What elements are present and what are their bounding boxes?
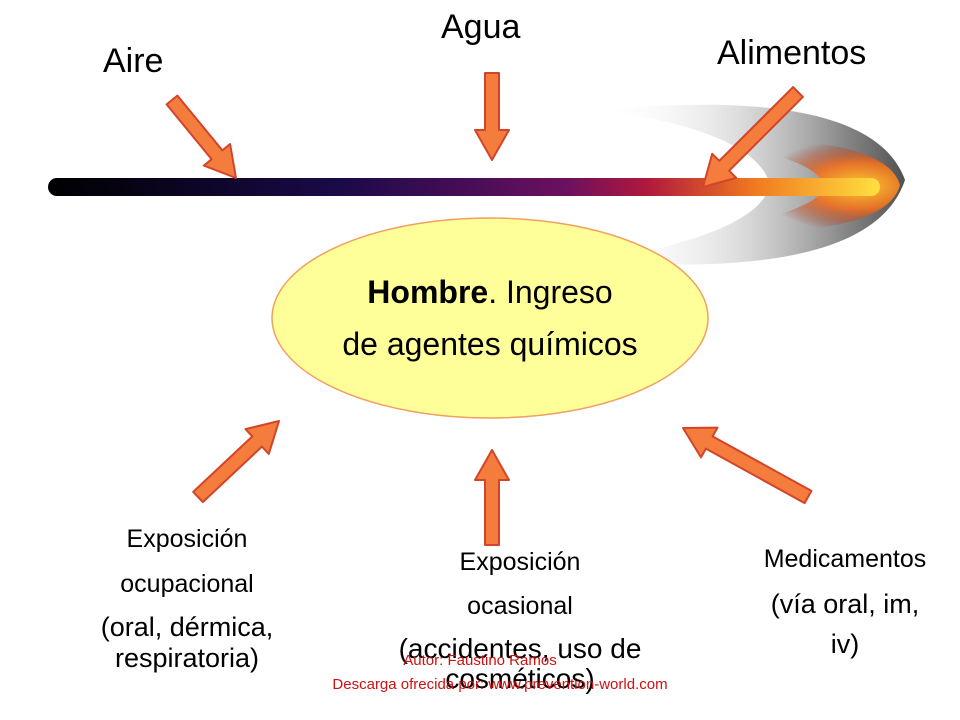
arrow-agua (474, 72, 510, 161)
credit-author: Autor: Faustino Ramos (403, 652, 557, 669)
label-agua: Agua (441, 8, 521, 46)
center-title: Hombre. Ingreso de agentes químicos (280, 266, 700, 370)
ocupacional-line-2: ocupacional (120, 570, 254, 598)
center-ellipse (271, 217, 709, 419)
label-ocasional: Exposición ocasional (accidentes, uso de… (360, 546, 680, 694)
arrow-medicamentos (682, 426, 813, 505)
intake-bar (48, 178, 880, 196)
medicamentos-line-2: (vía oral, im, (770, 589, 920, 619)
label-aire: Aire (103, 42, 164, 80)
label-medicamentos: Medicamentos (vía oral, im, iv) (730, 542, 960, 659)
center-title-bold: Hombre (367, 274, 489, 310)
ocasional-line-4: cosméticos) (445, 663, 595, 694)
center-line2: de agentes químicos (342, 326, 638, 362)
ocupacional-line-1: Exposición (126, 525, 248, 553)
medicamentos-line-3: iv) (830, 629, 860, 659)
ocupacional-line-4: respiratoria) (114, 643, 260, 673)
arrow-alimentos (702, 86, 804, 188)
ocasional-line-2: ocasional (467, 592, 573, 620)
label-alimentos: Alimentos (717, 34, 867, 72)
ocasional-line-3: (accidentes, uso de (398, 633, 642, 664)
ocasional-line-1: Exposición (459, 548, 581, 576)
label-ocupacional: Exposición ocupacional (oral, dérmica, r… (72, 522, 302, 674)
ocupacional-line-3: (oral, dérmica, (100, 612, 274, 642)
comet-glow (700, 139, 900, 233)
arrow-aire (165, 94, 237, 179)
arrow-ocupacional (192, 420, 280, 504)
credit-download: Descarga ofrecida por: www.prevention-wo… (332, 676, 668, 693)
center-title-rest: . Ingreso (488, 274, 613, 310)
medicamentos-line-1: Medicamentos (763, 545, 927, 573)
arrow-ocasional (474, 449, 510, 546)
